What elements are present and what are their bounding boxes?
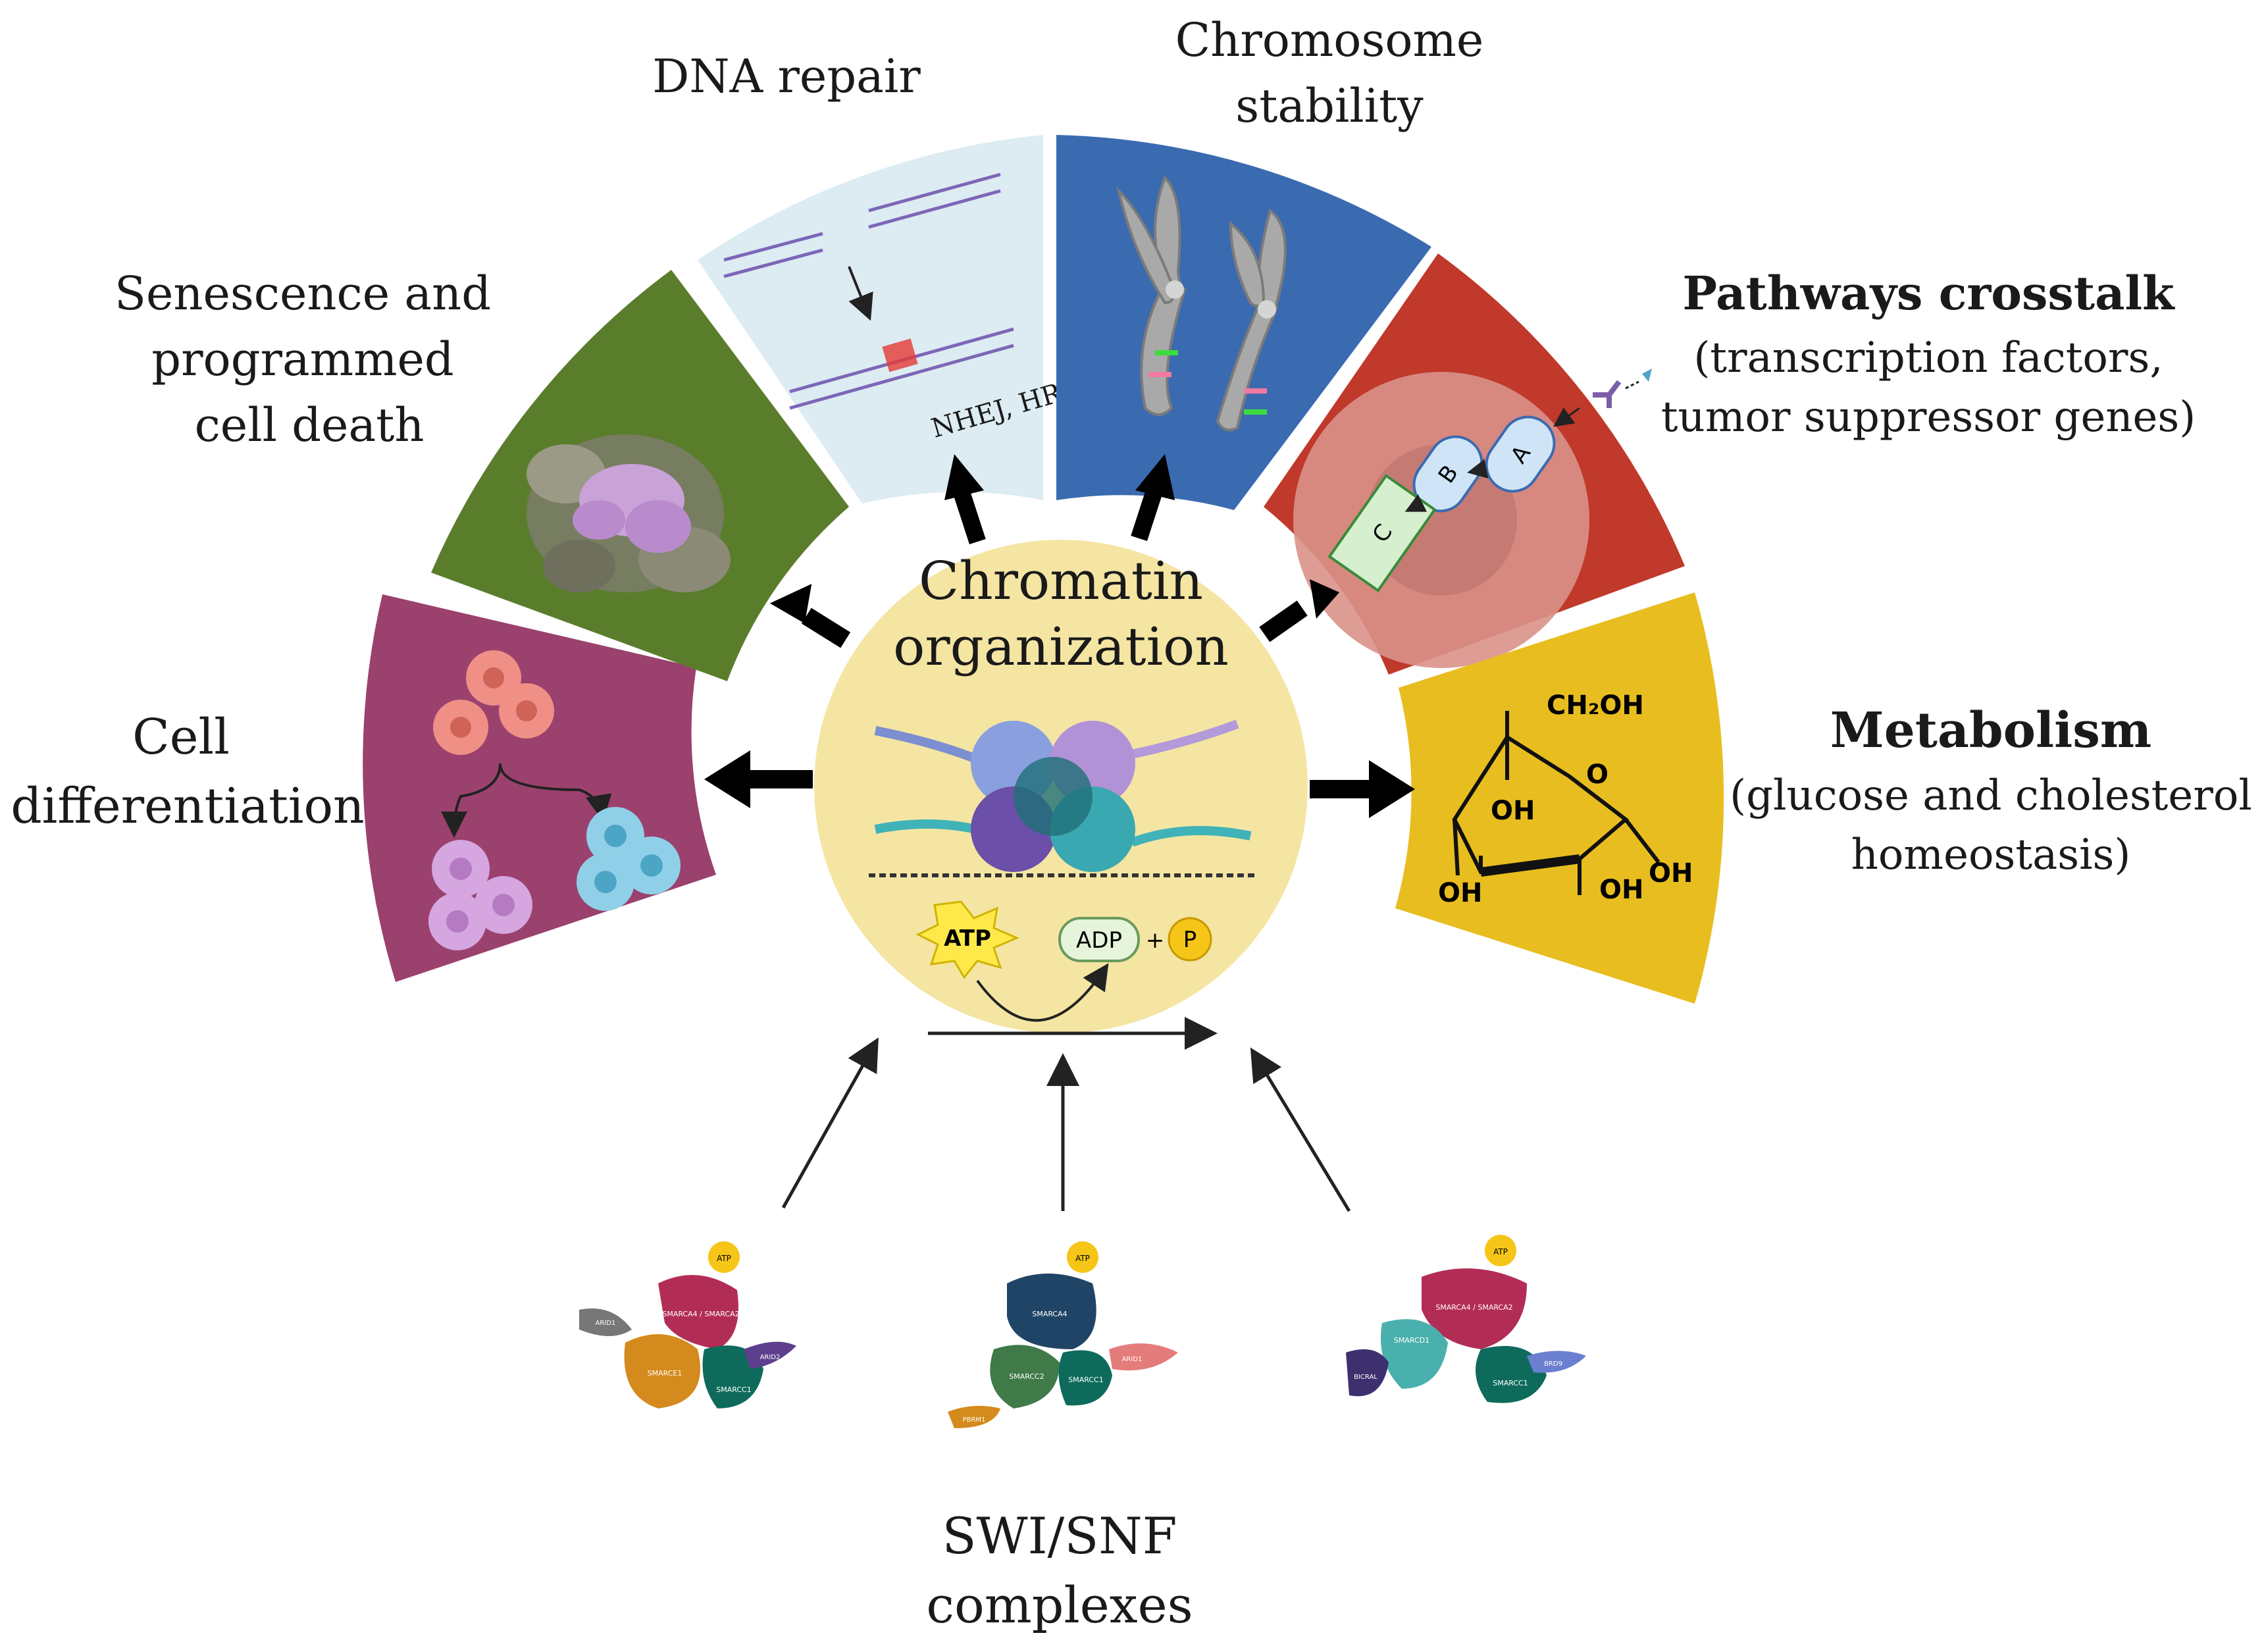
label-senescence-line1: Senescence and [115,267,491,321]
svg-text:SMARCC1: SMARCC1 [1068,1376,1103,1384]
glucose-oh-3: OH [1599,875,1643,905]
svg-text:ARID1: ARID1 [1122,1356,1143,1363]
svg-text:SMARCA4 / SMARCA2: SMARCA4 / SMARCA2 [662,1310,739,1318]
complex-3: ATP SMARCA4 / SMARCA2 SMARCD1 SMARCC1 BR… [1346,1235,1586,1403]
label-metabolism-line3: homeostasis) [1851,831,2131,879]
svg-text:SMARCA4: SMARCA4 [1032,1310,1067,1318]
svg-text:ATP: ATP [1493,1247,1508,1256]
adp-label: ADP [1076,927,1122,954]
label-cell-diff-line2: differentiation [11,778,364,835]
label-pathways-line2: (transcription factors, [1693,334,2163,382]
bottom-arrows [781,1017,1351,1212]
svg-text:BRD9: BRD9 [1544,1360,1562,1368]
sector-dna-repair: NHEJ, HR [698,135,1066,503]
glucose-ch2oh-label: CH₂OH [1547,690,1644,721]
svg-text:SMARCC1: SMARCC1 [716,1385,751,1394]
label-senescence-line2: programmed [151,332,453,386]
sector-metabolism: CH₂OH O OH OH OH OH [1395,592,1724,1004]
center-chromatin: Chromatin organization ATP ADP + P [814,540,1308,1033]
nucleosome-icon [869,719,1257,877]
plus-sign: + [1146,927,1165,954]
svg-text:SMARCC1: SMARCC1 [1493,1379,1528,1387]
label-cell-diff-line1: Cell [132,709,230,765]
atp-star-icon [915,900,1019,979]
label-dna-repair: DNA repair [652,49,921,103]
label-pathways-title: Pathways crosstalk [1682,266,2175,321]
svg-text:ARID2: ARID2 [760,1354,781,1361]
sector-senescence [431,270,849,681]
glucose-oh-2: OH [1438,878,1482,908]
svg-text:SMARCC2: SMARCC2 [1009,1372,1044,1381]
svg-text:SMARCA4 / SMARCA2: SMARCA4 / SMARCA2 [1435,1303,1512,1312]
atp-label: ATP [944,925,991,952]
label-senescence-line3: cell death [195,398,424,452]
complex-2: ATP SMARCA4 SMARCC2 SMARCC1 ARID1 PBRM1 [948,1241,1178,1428]
sector-chromosome-stability [1056,135,1431,510]
phosphate-label: P [1183,927,1197,953]
label-chromosome-line2: stability [1235,79,1424,133]
label-chromosome-line1: Chromosome [1175,13,1484,67]
svg-text:BICRAL: BICRAL [1354,1374,1377,1381]
radial-arrows [704,454,1415,818]
svg-text:ATP: ATP [717,1254,731,1263]
center-title-line2: organization [893,616,1229,677]
svg-text:ATP: ATP [1075,1254,1090,1263]
center-title-line1: Chromatin [919,550,1203,611]
glucose-oh-1: OH [1491,796,1535,826]
svg-text:PBRM1: PBRM1 [963,1416,986,1424]
glucose-ring-oxygen: O [1586,760,1608,790]
svg-text:ARID1: ARID1 [596,1320,616,1327]
complex-1: ATP SMARCA4 / SMARCA2 SMARCE1 SMARCC1 AR… [579,1241,796,1408]
label-swi-snf-line1: SWI/SNF [942,1507,1177,1565]
sector-pathways-crosstalk: A B C [1264,253,1685,675]
glucose-oh-4: OH [1649,858,1693,889]
label-metabolism-title: Metabolism [1830,702,2151,759]
svg-text:SMARCE1: SMARCE1 [648,1369,682,1378]
sector-cell-differentiation [363,594,716,982]
label-swi-snf-line2: complexes [926,1576,1193,1634]
label-pathways-line3: tumor suppressor genes) [1661,393,2196,442]
svg-text:SMARCD1: SMARCD1 [1394,1336,1429,1345]
label-metabolism-line2: (glucose and cholesterol [1730,771,2252,820]
